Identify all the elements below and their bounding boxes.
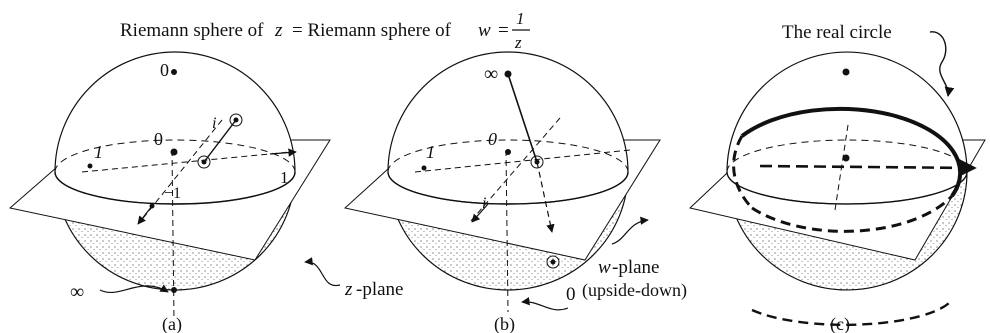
projected-point-a bbox=[202, 160, 207, 165]
title-left: Riemann sphere of bbox=[120, 20, 264, 41]
wplane-label-line2-b: (upside-down) bbox=[582, 280, 687, 301]
north-pole-dot-a bbox=[171, 69, 177, 75]
label-zero-center-b: 0 bbox=[488, 129, 497, 149]
real-circle-pointer bbox=[930, 32, 948, 96]
figure-title: Riemann sphere of z = Riemann sphere of … bbox=[120, 9, 530, 52]
i-dot-a bbox=[150, 204, 155, 209]
wplane-label-rest-b: -plane bbox=[612, 257, 659, 278]
zplane-pointer-a bbox=[305, 262, 340, 286]
north-pole-dot-b bbox=[505, 71, 512, 78]
label-infinity-a: ∞ bbox=[70, 281, 84, 303]
label-one-right-a: 1 bbox=[280, 168, 289, 187]
title-eq: = Riemann sphere of bbox=[292, 20, 452, 41]
projected-point-b bbox=[535, 160, 540, 165]
label-zero-center-a: 0 bbox=[154, 129, 163, 149]
label-minus-one-a: −1 bbox=[164, 185, 181, 202]
panel-c: The real circle (c) bbox=[690, 22, 985, 333]
wplane-label-var-b: w bbox=[598, 257, 611, 278]
panel-a: 0 1 0 i 1 −1 ∞ z -plane (a) bbox=[10, 52, 403, 333]
south-pole-dot-a bbox=[171, 287, 177, 293]
origin-dot-b bbox=[505, 149, 511, 155]
label-i-a: i bbox=[212, 115, 216, 132]
label-one-left-b: 1 bbox=[426, 142, 435, 162]
title-eq2: = bbox=[498, 20, 509, 41]
north-pole-dot-c bbox=[843, 69, 850, 76]
title-fraction-denominator: z bbox=[514, 33, 522, 52]
sphere-point-a bbox=[234, 118, 239, 123]
origin-dot-a bbox=[171, 149, 178, 156]
origin-dot-c bbox=[843, 155, 850, 162]
caption-a: (a) bbox=[162, 314, 182, 333]
label-zero-bottom-b: 0 bbox=[566, 284, 576, 305]
label-i-b: i bbox=[482, 195, 486, 212]
caption-b: (b) bbox=[494, 314, 515, 333]
label-zero-top-a: 0 bbox=[160, 60, 169, 80]
real-circle-bottom bbox=[752, 300, 952, 325]
wplane-pointer-b bbox=[612, 220, 648, 244]
label-infinity-b: ∞ bbox=[484, 63, 498, 85]
title-c: The real circle bbox=[782, 22, 892, 43]
title-w: w bbox=[478, 20, 491, 41]
label-one-left-a: 1 bbox=[94, 142, 103, 162]
zero-pointer-b bbox=[522, 302, 568, 310]
caption-c: (c) bbox=[830, 314, 850, 333]
one-left-dot-b bbox=[422, 166, 427, 171]
one-left-dot-a bbox=[88, 164, 93, 169]
title-z: z bbox=[274, 20, 283, 41]
title-fraction-numerator: 1 bbox=[516, 9, 525, 28]
zplane-label-rest-a: -plane bbox=[356, 279, 403, 300]
zplane-label-var-a: z bbox=[344, 279, 353, 300]
sphere-point-b bbox=[551, 260, 556, 265]
